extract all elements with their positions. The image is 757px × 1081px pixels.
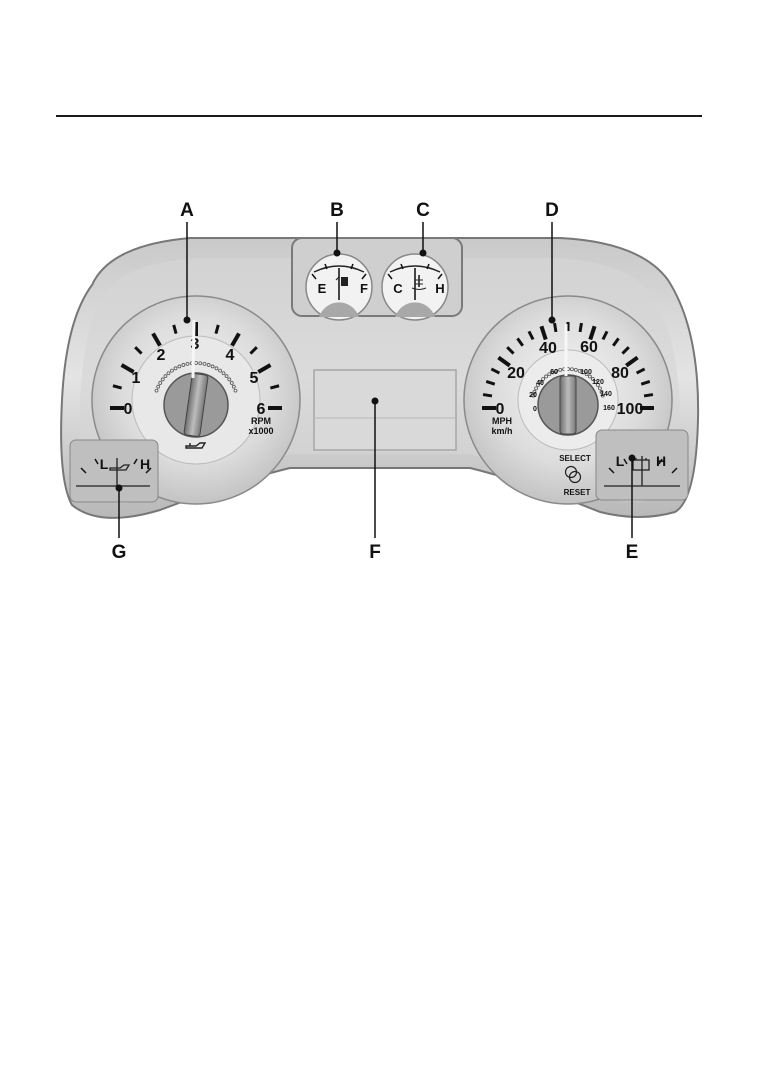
callout-f: F [369, 542, 381, 563]
tach-label-4: 4 [226, 347, 235, 364]
temp-hot-label: H [435, 281, 444, 296]
select-label: SELECT [559, 454, 591, 463]
speedo-unit-kmh: km/h [491, 426, 512, 436]
message-center [314, 370, 456, 450]
temp-cold-label: C [393, 281, 403, 296]
tach-label-5: 5 [250, 370, 259, 387]
callout-g: G [112, 542, 127, 563]
tach-label-1: 1 [132, 370, 141, 387]
kmh-label-120: 120 [592, 379, 604, 386]
speedo-tick [483, 395, 492, 396]
tach-label-0: 0 [124, 401, 133, 418]
speedometer-needle-hub [560, 376, 576, 434]
speedo-tick [580, 323, 581, 332]
oil-low-label: L [100, 456, 109, 472]
speedo-tick [555, 323, 556, 332]
callout-d: D [545, 200, 559, 221]
tach-label-2: 2 [157, 347, 166, 364]
battery-low-label: L [616, 453, 625, 469]
mph-label-80: 80 [611, 365, 629, 382]
callout-a: A [180, 200, 194, 221]
fuel-empty-label: E [318, 281, 327, 296]
kmh-label-20: 20 [529, 392, 537, 399]
oil-pressure-gauge: L H [70, 440, 158, 502]
reset-label: RESET [564, 488, 591, 497]
callout-e: E [626, 542, 639, 563]
mph-label-100: 100 [617, 401, 644, 418]
kmh-label-0: 0 [533, 406, 537, 413]
mph-label-40: 40 [539, 340, 557, 357]
battery-high-label: H [656, 453, 666, 469]
tach-unit-multiplier: x1000 [248, 426, 273, 436]
oil-high-label: H [140, 456, 150, 472]
tachometer-needle [193, 320, 194, 378]
temperature-gauge: C H [382, 254, 448, 320]
kmh-label-100: 100 [580, 369, 592, 376]
speedo-unit-mph: MPH [492, 416, 512, 426]
fuel-gauge: E F [306, 254, 372, 320]
kmh-label-140: 140 [600, 391, 612, 398]
mph-label-60: 60 [580, 339, 598, 356]
callout-b: B [330, 200, 344, 221]
fuel-full-label: F [360, 281, 368, 296]
speedo-tick [644, 395, 653, 396]
kmh-label-40: 40 [536, 380, 544, 387]
kmh-label-160: 160 [603, 405, 615, 412]
mph-label-20: 20 [507, 365, 525, 382]
tach-unit-rpm: RPM [251, 416, 271, 426]
callout-c: C [416, 200, 430, 221]
kmh-label-60: 60 [550, 369, 558, 376]
battery-voltage-gauge: L H [596, 430, 688, 500]
